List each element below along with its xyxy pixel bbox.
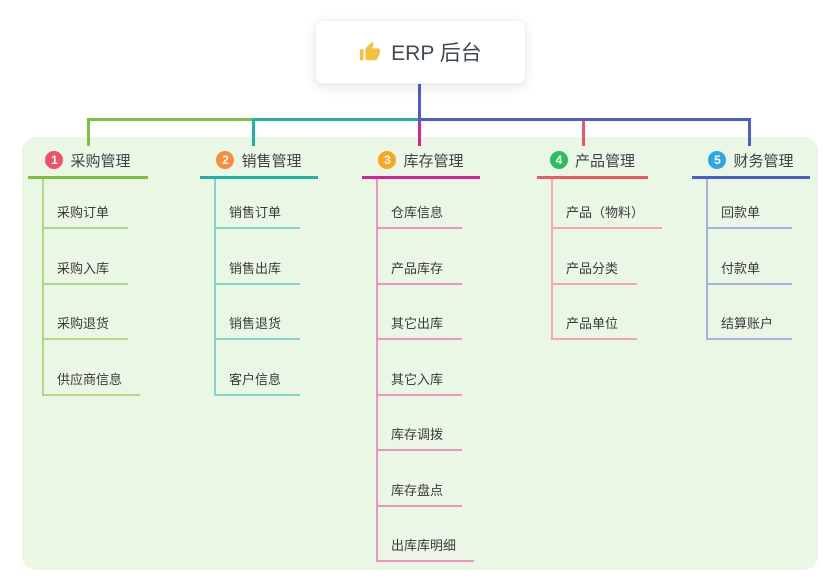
branch-children: 销售订单 销售出库 销售退货 客户信息 [214,179,318,396]
child-topic[interactable]: 产品库存 [378,229,462,285]
child-topic[interactable]: 销售订单 [216,179,300,229]
branch-number-badge: 5 [708,151,727,169]
branch-finance: 5 财务管理 回款单 付款单 结算账户 [692,148,810,340]
branch-number-badge: 2 [216,151,235,169]
child-topic[interactable]: 回款单 [708,179,792,229]
branch-topic[interactable]: 2 销售管理 [200,148,318,179]
branch-topic-label: 库存管理 [403,152,464,170]
connector-root-vertical [418,82,421,121]
background-panel [22,137,818,570]
branch-children: 产品（物料） 产品分类 产品单位 [551,179,663,340]
child-topic[interactable]: 供应商信息 [44,340,141,396]
branch-topic[interactable]: 3 库存管理 [362,148,480,179]
child-topic[interactable]: 采购入库 [44,229,128,285]
child-topic[interactable]: 产品单位 [553,285,637,340]
child-topic[interactable]: 付款单 [708,229,792,285]
branch-topic[interactable]: 4 产品管理 [537,148,648,179]
branch-children: 采购订单 采购入库 采购退货 供应商信息 [42,179,148,396]
child-topic[interactable]: 库存盘点 [378,451,462,507]
branch-product: 4 产品管理 产品（物料） 产品分类 产品单位 [537,148,663,340]
branch-number-badge: 1 [45,151,64,169]
child-topic[interactable]: 销售退货 [216,285,300,340]
branch-topic[interactable]: 5 财务管理 [692,148,810,179]
child-topic[interactable]: 其它入库 [378,340,462,396]
connector-horizontal-teal [252,118,418,121]
child-topic[interactable]: 结算账户 [708,285,792,340]
branch-topic-label: 产品管理 [574,152,635,170]
root-topic-label: ERP 后台 [391,42,482,65]
connector-drop-branch-2 [252,118,255,146]
child-topic[interactable]: 采购退货 [44,285,128,340]
connector-drop-branch-3 [418,121,421,146]
child-topic[interactable]: 出库库明细 [378,507,475,562]
child-topic[interactable]: 库存调拨 [378,396,462,451]
child-topic[interactable]: 客户信息 [216,340,300,396]
thumbs-up-icon [359,41,381,63]
branch-purchase: 1 采购管理 采购订单 采购入库 采购退货 供应商信息 [28,148,148,396]
child-topic[interactable]: 产品分类 [553,229,637,285]
connector-drop-branch-5 [748,118,751,146]
branch-children: 回款单 付款单 结算账户 [706,179,810,340]
branch-inventory: 3 库存管理 仓库信息 产品库存 其它出库 其它入库 库存调拨 库存盘点 出库库… [362,148,480,562]
branch-topic-label: 财务管理 [733,152,794,170]
branch-topic-label: 销售管理 [241,152,302,170]
child-topic[interactable]: 仓库信息 [378,179,462,229]
connector-horizontal-blue [418,118,751,121]
child-topic[interactable]: 其它出库 [378,285,462,340]
branch-number-badge: 4 [549,151,568,169]
child-topic[interactable]: 采购订单 [44,179,128,229]
branch-topic-label: 采购管理 [70,152,131,170]
child-topic[interactable]: 产品（物料） [553,179,663,229]
branch-number-badge: 3 [378,151,397,169]
child-topic[interactable]: 销售出库 [216,229,300,285]
branch-children: 仓库信息 产品库存 其它出库 其它入库 库存调拨 库存盘点 出库库明细 [376,179,480,562]
root-topic[interactable]: ERP 后台 [315,20,526,84]
connector-drop-branch-4 [582,121,585,146]
connector-horizontal-green [87,118,255,121]
branch-topic[interactable]: 1 采购管理 [28,148,148,179]
connector-drop-branch-1 [87,118,90,146]
branch-sales: 2 销售管理 销售订单 销售出库 销售退货 客户信息 [200,148,318,396]
